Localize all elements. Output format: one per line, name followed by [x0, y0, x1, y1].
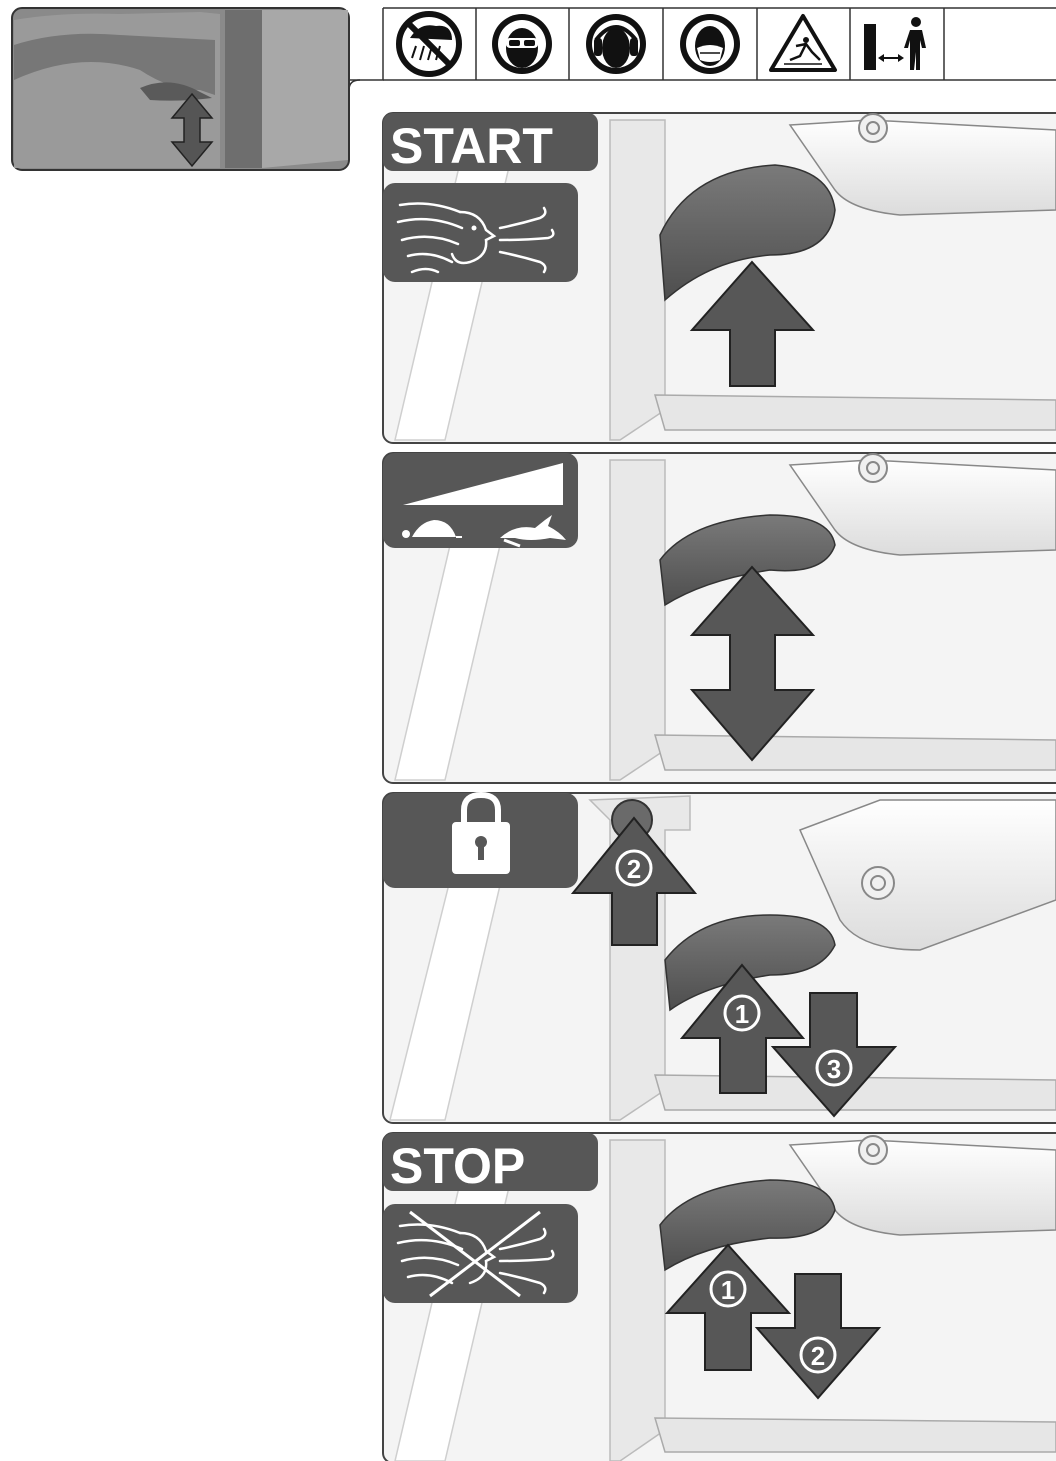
inset-trigger-view [12, 8, 349, 170]
step-number-2: 2 [627, 854, 641, 884]
eye-protection-icon [492, 14, 552, 74]
start-label: START [390, 118, 553, 174]
mask-protection-icon [680, 14, 740, 74]
no-rain-icon [399, 14, 459, 74]
step-number-1: 1 [735, 999, 749, 1029]
speed-ramp-icon [383, 453, 578, 548]
stop-label-box: STOP [383, 1133, 598, 1194]
step-number-2: 2 [811, 1341, 825, 1371]
padlock-icon [383, 793, 578, 888]
step-lock-panel: 2 1 3 [383, 793, 1056, 1123]
step-start-panel: START [383, 113, 1056, 443]
step-number-3: 3 [827, 1054, 841, 1084]
blowing-air-icon [383, 183, 578, 282]
no-blowing-icon [383, 1204, 578, 1303]
step-number-1: 1 [721, 1275, 735, 1305]
step-speed-panel [383, 453, 1056, 783]
step-stop-panel: STOP 1 2 [383, 1133, 1056, 1461]
stop-label: STOP [390, 1138, 525, 1194]
thrown-objects-warning-icon [771, 16, 835, 70]
safe-distance-icon [864, 17, 926, 70]
ear-protection-icon [586, 14, 646, 74]
start-label-box: START [383, 113, 598, 174]
